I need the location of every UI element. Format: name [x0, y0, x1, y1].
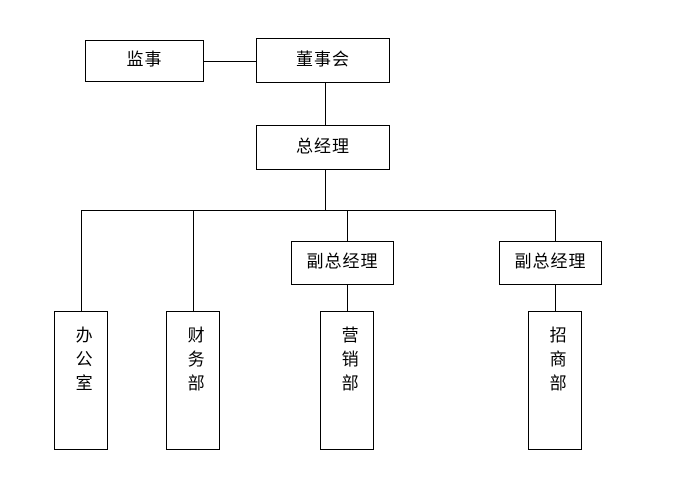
node-board-of-directors-label: 董事会: [296, 49, 350, 70]
node-finance-department-label: 财务部: [183, 326, 204, 398]
node-office[interactable]: 办公室: [54, 311, 108, 450]
node-deputy-general-manager-1-label: 副总经理: [306, 252, 379, 273]
node-deputy-general-manager-2-label: 副总经理: [514, 252, 587, 273]
connector-deputy-manager-1-to-marketing: [347, 285, 348, 311]
connector-bus-to-deputy-manager-1: [347, 210, 348, 242]
connector-horizontal-bus: [81, 210, 556, 211]
connector-bus-to-deputy-manager-2: [555, 210, 556, 242]
node-supervisor-label: 监事: [126, 50, 163, 71]
node-marketing-department-label: 营销部: [337, 326, 358, 398]
connector-general-manager-to-bus: [325, 170, 326, 211]
node-general-manager[interactable]: 总经理: [256, 125, 390, 170]
connector-board-to-general-manager: [325, 83, 326, 125]
node-supervisor[interactable]: 监事: [85, 40, 204, 82]
node-marketing-department[interactable]: 营销部: [320, 311, 374, 450]
connector-supervisor-to-board: [204, 61, 256, 62]
connector-bus-to-office: [81, 210, 82, 311]
node-office-label: 办公室: [71, 326, 92, 398]
connector-deputy-manager-2-to-investment: [555, 285, 556, 311]
node-deputy-general-manager-2[interactable]: 副总经理: [499, 241, 602, 285]
node-deputy-general-manager-1[interactable]: 副总经理: [291, 241, 394, 285]
node-general-manager-label: 总经理: [296, 136, 350, 157]
node-finance-department[interactable]: 财务部: [166, 311, 220, 450]
connector-bus-to-finance: [193, 210, 194, 311]
node-board-of-directors[interactable]: 董事会: [256, 38, 390, 83]
node-investment-department-label: 招商部: [545, 326, 566, 398]
node-investment-department[interactable]: 招商部: [528, 311, 582, 450]
